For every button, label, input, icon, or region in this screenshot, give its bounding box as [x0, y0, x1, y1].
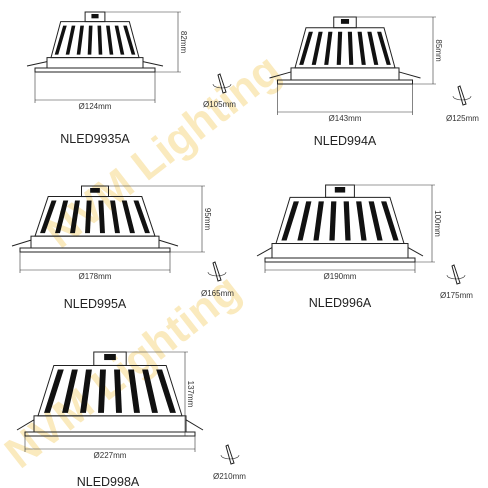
height-label: 100mm	[433, 210, 442, 237]
heat-sink-fin	[85, 200, 92, 234]
height-label: 137mm	[186, 381, 195, 408]
trim-ring	[19, 247, 171, 253]
heat-sink-fin	[343, 201, 351, 241]
spring-clip-icon	[212, 261, 222, 282]
heat-sink-fin	[54, 25, 67, 55]
heat-sink-fin	[110, 200, 120, 234]
heat-sink-fin	[106, 25, 114, 55]
spring-clip-left	[11, 239, 32, 247]
rotate-arrow-icon	[220, 454, 240, 460]
heat-sink-fin	[329, 201, 337, 241]
heat-sink-fin	[311, 31, 323, 65]
trim-ring	[264, 257, 416, 263]
heat-sink-fin	[128, 369, 140, 413]
heat-sink-fin	[76, 25, 84, 55]
outer-diameter-label: Ø178mm	[79, 272, 112, 281]
heat-sink-fin	[313, 201, 324, 241]
housing	[46, 57, 144, 69]
heat-sink-fin	[324, 31, 333, 65]
outer-diameter-label: Ø227mm	[94, 451, 127, 460]
height-label: 82mm	[179, 31, 188, 54]
spring-clip-icon	[225, 444, 235, 465]
spring-clip-right	[407, 247, 424, 257]
heat-sink-fin	[347, 31, 354, 65]
model-label: NLED995A	[64, 297, 127, 311]
spring-clip-right	[158, 239, 179, 247]
spring-clip-right	[185, 419, 204, 431]
spring-clip-left	[256, 247, 273, 257]
driver-connector	[104, 354, 116, 361]
heat-sink-fin	[98, 369, 106, 413]
heat-sink-fin	[97, 25, 103, 55]
cutout-label: Ø105mm	[203, 100, 236, 109]
heat-sink-fin	[281, 201, 299, 241]
heat-sink-fin	[368, 201, 383, 241]
heat-sink-fin	[87, 25, 93, 55]
heat-sink-fin	[133, 200, 150, 234]
model-label: NLED994A	[314, 134, 377, 148]
heat-sink-fin	[121, 200, 135, 234]
outer-diameter-label: Ø124mm	[79, 102, 112, 111]
heat-sink-fin	[367, 31, 379, 65]
heat-sink-fin	[381, 201, 399, 241]
driver-connector	[334, 187, 346, 193]
spring-clip-icon	[217, 73, 227, 94]
spring-clip-left	[269, 71, 292, 79]
heat-sink-fin	[156, 369, 176, 413]
heat-sink-fin	[70, 200, 80, 234]
model-label: NLED996A	[309, 296, 372, 310]
heat-sink-fin	[114, 369, 122, 413]
heat-sink-fin	[142, 369, 158, 413]
rotate-arrow-icon	[452, 95, 472, 101]
driver-connector	[91, 14, 99, 19]
spring-clip-right	[142, 61, 164, 67]
heat-sink-fin	[123, 25, 136, 55]
heat-sink-fin	[98, 200, 105, 234]
model-label: NLED9935A	[60, 132, 130, 146]
cutout-label: Ø175mm	[440, 291, 473, 300]
trim-ring	[277, 79, 413, 85]
cutout-label: Ø125mm	[446, 114, 479, 123]
cutout-label: Ø165mm	[201, 289, 234, 298]
spring-clip-icon	[451, 264, 461, 285]
driver-connector	[340, 19, 350, 24]
height-label: 85mm	[434, 39, 443, 62]
spring-clip-icon	[457, 85, 467, 106]
heat-sink-fin	[114, 25, 125, 55]
outer-diameter-label: Ø190mm	[324, 272, 357, 281]
model-label: NLED998A	[77, 475, 140, 488]
outer-diameter-label: Ø143mm	[329, 114, 362, 123]
heat-sink-fin	[80, 369, 92, 413]
trim-ring	[34, 67, 156, 73]
heat-sink-fin	[297, 201, 312, 241]
spring-clip-left	[16, 419, 35, 431]
housing	[290, 67, 400, 81]
heat-sink-fin	[55, 200, 69, 234]
heat-sink-fin	[40, 200, 57, 234]
driver-connector	[90, 188, 100, 193]
rotate-arrow-icon	[446, 274, 466, 280]
heat-sink-fin	[299, 31, 313, 65]
height-label: 95mm	[203, 208, 212, 231]
heat-sink-fin	[357, 31, 366, 65]
heat-sink-fin	[44, 369, 64, 413]
spring-clip-left	[26, 61, 48, 67]
housing	[271, 243, 409, 259]
cutout-label: Ø210mm	[213, 472, 246, 481]
heat-sink-fin	[62, 369, 78, 413]
heat-sink-fin	[65, 25, 76, 55]
heat-sink-fin	[336, 31, 343, 65]
heat-sink-fin	[377, 31, 391, 65]
spring-clip-right	[398, 71, 421, 79]
trim-ring	[24, 431, 196, 437]
heat-sink-fin	[356, 201, 367, 241]
